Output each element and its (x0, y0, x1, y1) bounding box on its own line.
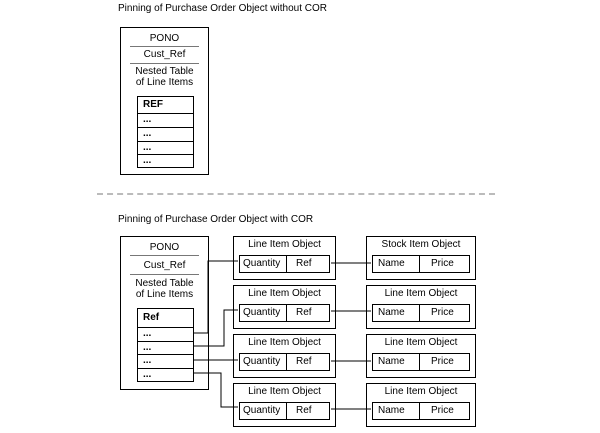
ref-table-row: ... (138, 354, 193, 368)
stock-item-object: Stock Item Object Name Price (366, 236, 476, 280)
ref-table-row: ... (138, 141, 193, 154)
object-fields: Name Price (372, 304, 470, 322)
bottom-diagram-title: Pinning of Purchase Order Object with CO… (118, 214, 314, 225)
ref-table-row: ... (138, 341, 193, 354)
po-nested-table-label: Nested Table (135, 66, 194, 77)
po-separator (130, 46, 199, 47)
po-cust-ref-label: Cust_Ref (143, 260, 186, 271)
object-fields: Quantity Ref (239, 402, 330, 420)
object-fields: Quantity Ref (239, 304, 330, 322)
ref-field: Ref (296, 405, 312, 416)
line-item-object: Line Item Object Name Price (366, 334, 476, 378)
nested-ref-table: REF ... ... ... ... (137, 96, 194, 168)
object-name: Stock Item Object (381, 239, 461, 250)
quantity-field: Quantity (243, 356, 281, 367)
line-item-object: Line Item Object Quantity Ref (233, 383, 336, 427)
ref-table-row: ... (138, 327, 193, 341)
field-divider (286, 403, 287, 419)
object-fields: Name Price (372, 255, 470, 273)
connector-line (193, 372, 238, 408)
object-fields: Name Price (372, 353, 470, 371)
top-purchase-order-object: PONO Cust_Ref Nested Table of Line Items… (120, 27, 209, 175)
object-name: Line Item Object (384, 386, 458, 397)
po-separator (130, 274, 199, 275)
po-separator (130, 255, 199, 256)
po-nested-table-label: of Line Items (135, 289, 194, 300)
name-field: Name (378, 405, 405, 416)
top-diagram-title: Pinning of Purchase Order Object without… (118, 3, 327, 14)
field-divider (419, 403, 420, 419)
object-name: Line Item Object (384, 288, 458, 299)
ref-table-header: Ref (143, 312, 160, 323)
field-divider (419, 256, 420, 272)
ref-field: Ref (296, 356, 312, 367)
object-name: Line Item Object (248, 337, 321, 348)
field-divider (419, 354, 420, 370)
line-item-object: Line Item Object Quantity Ref (233, 334, 336, 378)
bottom-purchase-order-object: PONO Cust_Ref Nested Table of Line Items… (120, 236, 209, 390)
field-divider (286, 305, 287, 321)
object-fields: Quantity Ref (239, 353, 330, 371)
object-name: Line Item Object (248, 239, 321, 250)
ref-table-row: ... (138, 368, 193, 381)
name-field: Name (378, 258, 405, 269)
ref-table-row: ... (138, 127, 193, 141)
po-nested-table-label: Nested Table (135, 278, 194, 289)
quantity-field: Quantity (243, 307, 281, 318)
object-fields: Quantity Ref (239, 255, 330, 273)
connector-line (193, 309, 238, 347)
object-fields: Name Price (372, 402, 470, 420)
name-field: Name (378, 307, 405, 318)
field-divider (286, 256, 287, 272)
po-cust-ref-label: Cust_Ref (143, 49, 186, 60)
field-divider (286, 354, 287, 370)
quantity-field: Quantity (243, 258, 281, 269)
po-pono-label: PONO (149, 242, 180, 253)
object-name: Line Item Object (384, 337, 458, 348)
price-field: Price (431, 356, 454, 367)
ref-table-row: ... (138, 113, 193, 127)
object-name: Line Item Object (248, 386, 321, 397)
line-item-object: Line Item Object Quantity Ref (233, 285, 336, 329)
quantity-field: Quantity (243, 405, 281, 416)
price-field: Price (431, 258, 454, 269)
ref-field: Ref (296, 307, 312, 318)
name-field: Name (378, 356, 405, 367)
price-field: Price (431, 405, 454, 416)
po-nested-table-label: of Line Items (135, 77, 194, 88)
ref-table-header: REF (143, 99, 163, 110)
line-item-object: Line Item Object Name Price (366, 285, 476, 329)
section-divider (97, 193, 495, 195)
field-divider (419, 305, 420, 321)
price-field: Price (431, 307, 454, 318)
object-name: Line Item Object (248, 288, 321, 299)
line-item-object: Line Item Object Quantity Ref (233, 236, 336, 280)
nested-ref-table: Ref ... ... ... ... (137, 308, 194, 382)
ref-table-row: ... (138, 154, 193, 167)
po-separator (130, 63, 199, 64)
connector-line (193, 260, 238, 334)
line-item-object: Line Item Object Name Price (366, 383, 476, 427)
ref-field: Ref (296, 258, 312, 269)
po-pono-label: PONO (149, 33, 180, 44)
